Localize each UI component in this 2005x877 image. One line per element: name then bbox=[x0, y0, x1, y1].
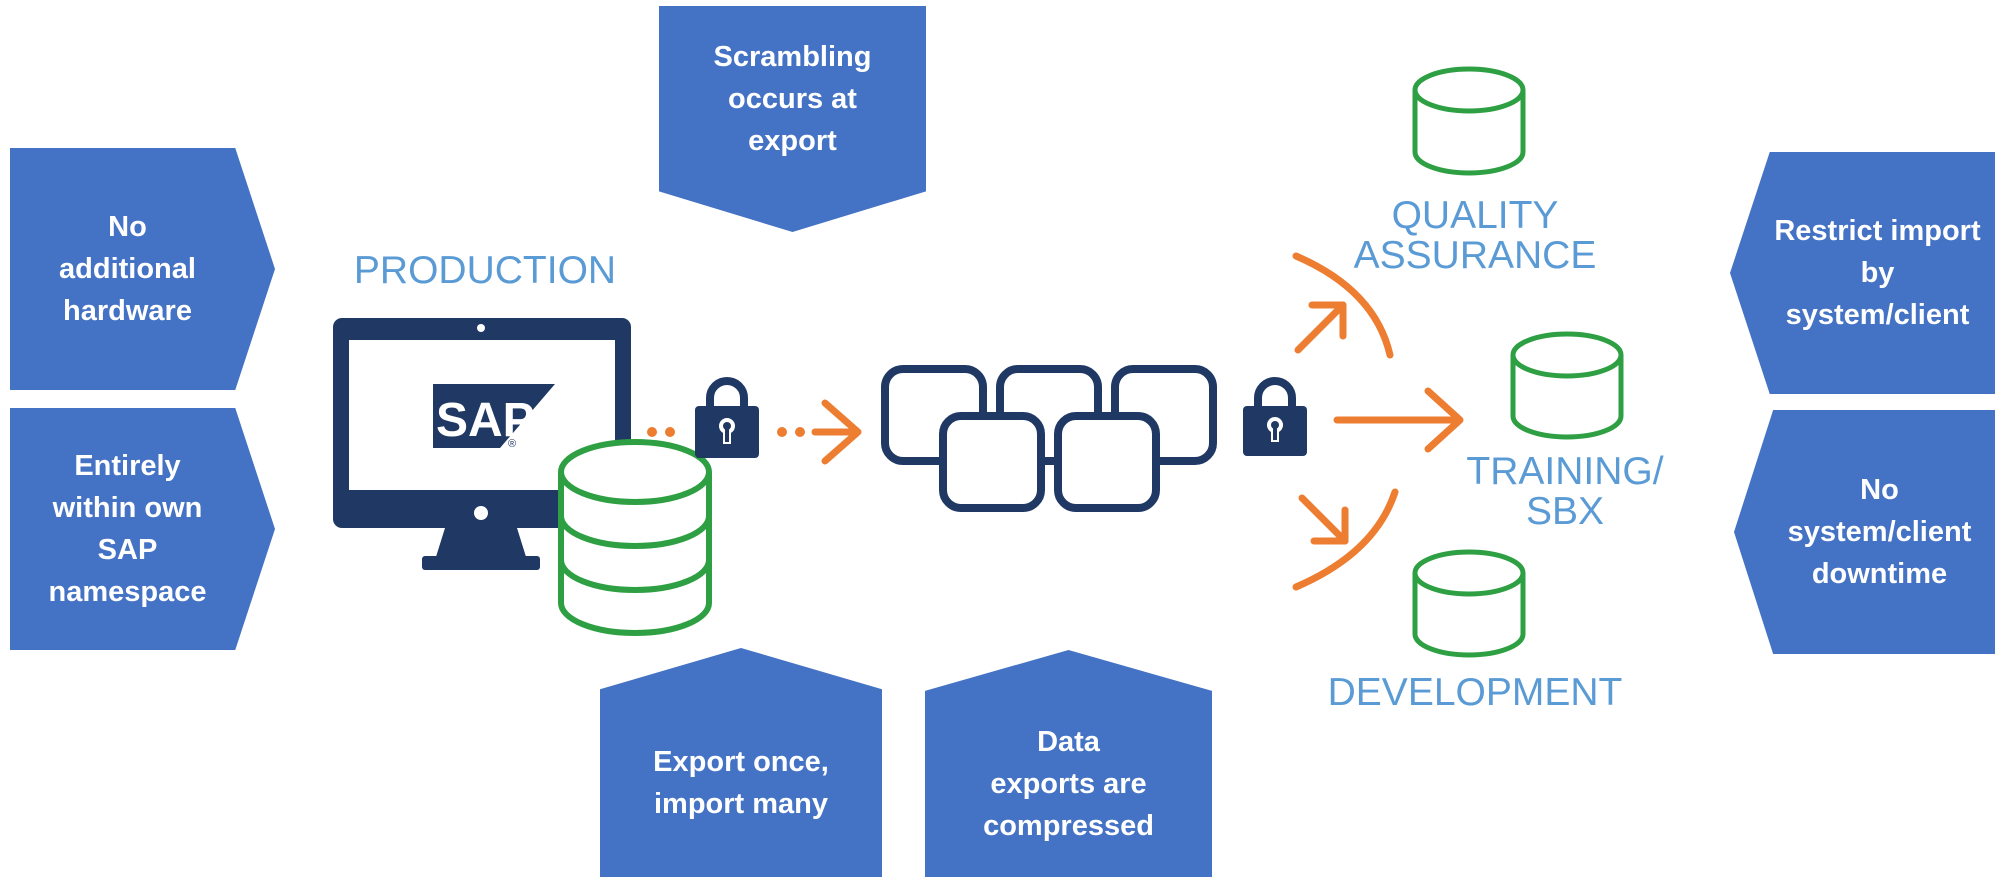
label-line: SBX bbox=[1525, 490, 1605, 533]
label-line: QUALITY bbox=[1391, 194, 1559, 237]
package-blocks-icon bbox=[881, 365, 1217, 512]
sap-logo-text: SAP bbox=[436, 394, 535, 447]
callout-line: compressed bbox=[983, 809, 1154, 842]
callout-line: system/client bbox=[1787, 516, 1972, 548]
training-sbx-label: TRAINING/ SBX bbox=[1440, 452, 1690, 532]
production-label: PRODUCTION bbox=[330, 251, 640, 291]
flow-dot bbox=[795, 427, 805, 437]
arrow-icon bbox=[1308, 301, 1347, 340]
arc-top bbox=[1292, 252, 1394, 359]
callout-line: No bbox=[1860, 474, 1899, 506]
callout-line: Restrict import bbox=[1774, 215, 1981, 247]
callout-line: Export once, bbox=[653, 745, 829, 778]
sap-logo-mark: ® bbox=[508, 438, 516, 450]
arrow-icon bbox=[1310, 506, 1349, 545]
arrow-icon bbox=[1298, 494, 1349, 545]
label-line: ASSURANCE bbox=[1353, 234, 1597, 277]
callout-compressed: Data exports are compressed bbox=[925, 650, 1212, 877]
callout-line: No bbox=[108, 211, 147, 243]
callout-restrict-import: Restrict import by system/client bbox=[1730, 152, 1995, 394]
callout-line: namespace bbox=[48, 576, 207, 608]
development-label: DEVELOPMENT bbox=[1300, 673, 1650, 713]
quality-assurance-label: QUALITY ASSURANCE bbox=[1300, 196, 1650, 276]
arrow-icon bbox=[1424, 387, 1464, 453]
callout-line: within own bbox=[52, 492, 203, 524]
callout-no-downtime: No system/client downtime bbox=[1734, 410, 1995, 654]
arrow-icon bbox=[821, 399, 862, 465]
callout-line: by bbox=[1860, 257, 1895, 289]
callout-line: import many bbox=[653, 787, 829, 820]
distribution-arrows bbox=[1292, 252, 1464, 591]
padlock-icon bbox=[695, 377, 759, 458]
callout-line: occurs at bbox=[728, 83, 857, 115]
flow-dot bbox=[647, 427, 657, 437]
production-database-icon bbox=[558, 439, 712, 636]
callout-line: export bbox=[748, 125, 837, 157]
sap-logo: SAP ® bbox=[433, 384, 555, 450]
flow-dot bbox=[665, 427, 675, 437]
label-line: DEVELOPMENT bbox=[1327, 671, 1623, 714]
callout-export-once: Export once, import many bbox=[600, 648, 882, 877]
callout-line: additional bbox=[59, 253, 196, 285]
callout-line: hardware bbox=[63, 295, 192, 327]
callout-line: SAP bbox=[97, 534, 158, 566]
callout-line: Entirely bbox=[74, 450, 181, 482]
callout-scrambling: Scrambling occurs at export bbox=[659, 6, 926, 232]
label-line: TRAINING/ bbox=[1466, 450, 1664, 493]
export-flow bbox=[647, 399, 862, 465]
training-database-icon bbox=[1510, 331, 1624, 440]
padlock-icon bbox=[1243, 377, 1307, 456]
callout-no-additional-hardware: No additional hardware bbox=[10, 148, 275, 390]
arrow-icon bbox=[1294, 301, 1347, 354]
callout-line: exports are bbox=[990, 767, 1147, 800]
callout-line: Scrambling bbox=[713, 41, 872, 73]
callout-line: Data bbox=[1037, 725, 1100, 758]
callout-line: downtime bbox=[1811, 558, 1948, 590]
qa-database-icon bbox=[1412, 66, 1526, 176]
production-label-text: PRODUCTION bbox=[353, 249, 617, 292]
dev-database-icon bbox=[1412, 549, 1526, 658]
arc-bottom bbox=[1292, 488, 1399, 591]
callout-line: system/client bbox=[1785, 299, 1970, 331]
flow-dot bbox=[777, 427, 787, 437]
callout-own-namespace: Entirely within own SAP namespace bbox=[10, 408, 275, 650]
